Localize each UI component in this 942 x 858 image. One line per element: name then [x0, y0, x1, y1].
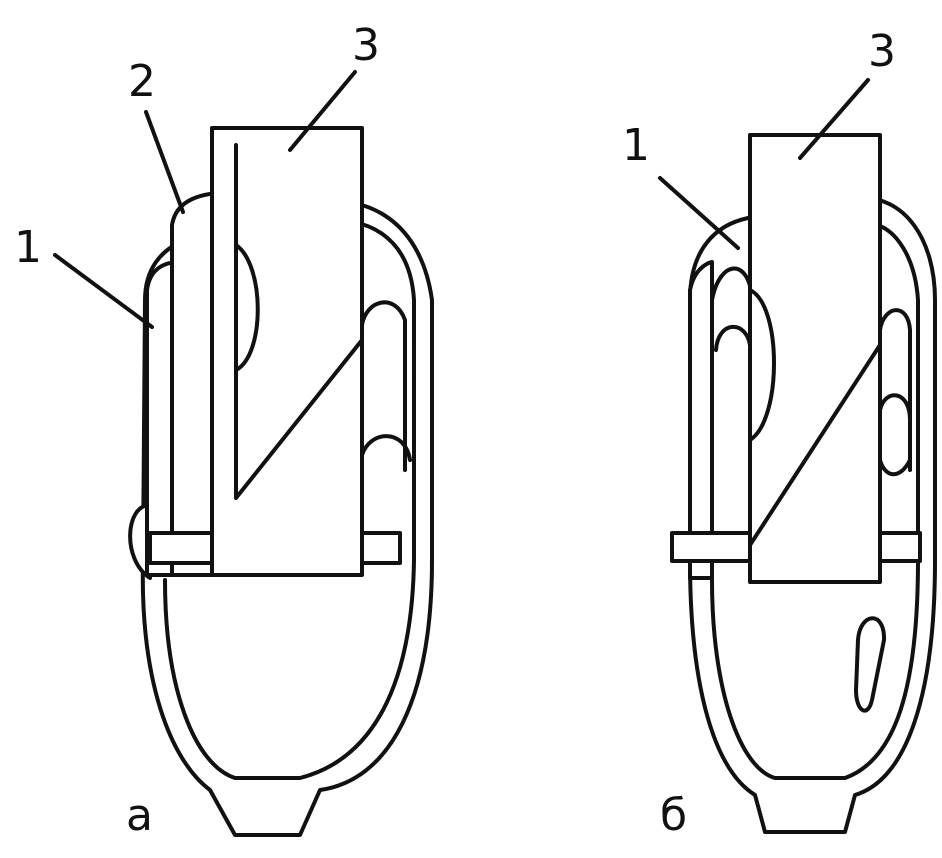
- figure-a-right-lobe-upper: [360, 300, 407, 472]
- figure-a-callout-3: 3: [352, 20, 380, 71]
- figure-a-callout-2: 2: [128, 56, 156, 107]
- figure-b-callout-1: 1: [622, 120, 650, 171]
- figure-b-strap-inner-lobe: [714, 324, 752, 352]
- figure-a: 1 2 3 а: [14, 20, 434, 841]
- figure-b-block-3: [748, 133, 882, 584]
- figure-a-caption: а: [126, 790, 153, 841]
- figure-b-outer-loop: [688, 195, 937, 834]
- figure-a-block-bulge: [234, 243, 260, 372]
- figure-b-leader-1: [658, 176, 740, 250]
- figure-a-callout-1: 1: [14, 222, 42, 273]
- figure-b-leader-3: [798, 78, 870, 160]
- figure-a-leader-2: [144, 110, 185, 214]
- figure-b-left-strap: [688, 260, 714, 580]
- figure-a-inner-loop: [163, 218, 416, 780]
- figure-a-leader-3: [288, 70, 357, 152]
- figure-a-leader-1: [53, 253, 154, 329]
- figure-b-callout-3: 3: [868, 26, 896, 77]
- figure-b-block-bulge: [748, 288, 776, 442]
- figure-b-strap-slot: [710, 266, 754, 522]
- figure-b-right-lobe-mid: [878, 393, 912, 477]
- figure-b-right-lobe-upper: [878, 308, 912, 472]
- figure-b: 1 3 б: [622, 26, 937, 841]
- figure-b-block-notch: [748, 343, 882, 547]
- figure-a-block-notch: [234, 143, 364, 500]
- figure-b-oval: [854, 616, 887, 713]
- figure-b-inner-loop: [710, 224, 920, 780]
- figure-b-caption: б: [660, 790, 687, 841]
- figure-a-right-lobe-lower: [360, 434, 412, 462]
